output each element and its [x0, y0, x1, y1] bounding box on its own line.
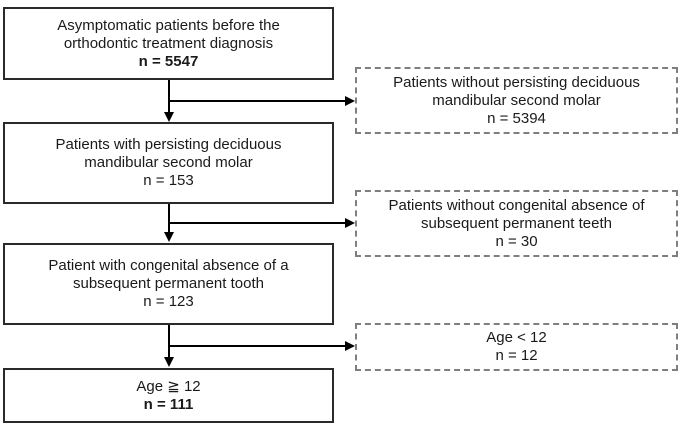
arrowhead-right-icon	[345, 341, 355, 351]
connector-congenital-to-age	[164, 325, 355, 367]
arrowhead-down-icon	[164, 357, 174, 367]
exclusion-box-text: subsequent permanent teeth	[421, 214, 612, 232]
exclusion-box-no-persisting-molar: Patients without persisting deciduous ma…	[355, 67, 678, 134]
exclusion-box-text: Age < 12	[486, 329, 547, 346]
arrowhead-right-icon	[345, 96, 355, 106]
flow-box-count: n = 123	[143, 293, 194, 310]
exclusion-box-text: Patients without congenital absence of	[388, 196, 645, 214]
flow-box-age-12-and-over: Age ≧ 12 n = 111	[3, 368, 334, 423]
exclusion-box-no-congenital-absence: Patients without congenital absence of s…	[355, 190, 678, 257]
flow-box-text: subsequent permanent tooth	[73, 275, 264, 292]
flow-box-text: Age ≧ 12	[136, 377, 201, 395]
arrowhead-down-icon	[164, 112, 174, 122]
flow-box-persisting-deciduous-molar: Patients with persisting deciduous mandi…	[3, 122, 334, 204]
flow-box-text: Asymptomatic patients before the	[57, 16, 280, 34]
flow-box-count: n = 153	[143, 172, 194, 189]
flow-box-text: Patients with persisting deciduous	[55, 136, 282, 153]
exclusion-box-count: n = 12	[495, 347, 538, 364]
arrowhead-right-icon	[345, 218, 355, 228]
exclusion-box-text: Patients without persisting deciduous	[393, 73, 640, 91]
arrowhead-down-icon	[164, 232, 174, 242]
connector-initial-to-persisting	[164, 80, 355, 122]
exclusion-box-count: n = 30	[495, 232, 538, 250]
flow-box-count: n = 5547	[138, 52, 199, 70]
exclusion-box-text: mandibular second molar	[432, 91, 601, 109]
flow-box-initial-patients: Asymptomatic patients before the orthodo…	[3, 7, 334, 80]
flow-box-text: orthodontic treatment diagnosis	[63, 34, 274, 52]
exclusion-box-count: n = 5394	[487, 109, 546, 127]
exclusion-box-age-under-12: Age < 12 n = 12	[355, 323, 678, 371]
flow-box-text: mandibular second molar	[84, 154, 253, 171]
connector-persisting-to-congenital	[164, 204, 355, 242]
flow-box-text: Patient with congenital absence of a	[48, 257, 289, 274]
flow-box-count: n = 111	[143, 395, 194, 413]
flow-box-congenital-absence: Patient with congenital absence of a sub…	[3, 243, 334, 325]
